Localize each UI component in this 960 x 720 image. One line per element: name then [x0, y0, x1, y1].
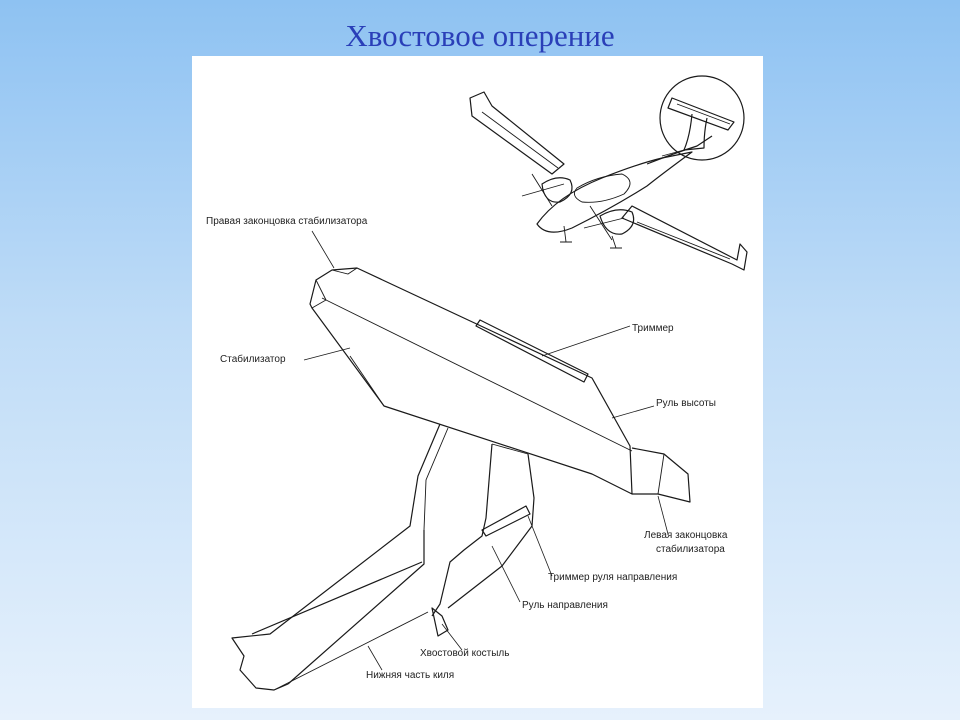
slide-title: Хвостовое оперение: [345, 18, 615, 53]
label-ventral-fin: Нижняя часть киля: [366, 670, 454, 681]
aircraft-overview-icon: [469, 91, 748, 271]
label-rudder-trim: Триммер руля направления: [548, 572, 677, 583]
label-elevator: Руль высоты: [656, 398, 716, 409]
label-tail-skid: Хвостовой костыль: [420, 648, 509, 659]
figure-panel: Правая законцовка стабилизатора Стабилиз…: [192, 56, 763, 708]
label-stabilizer: Стабилизатор: [220, 353, 286, 365]
label-right-tip: Правая законцовка стабилизатора: [206, 215, 368, 227]
label-rudder: Руль направления: [522, 600, 608, 611]
stabilizer-shape: [309, 267, 691, 503]
label-left-tip-line2: стабилизатора: [656, 543, 725, 555]
tail-detail-magnifier-icon: [659, 75, 745, 161]
label-trim-tab: Триммер: [632, 323, 674, 334]
tail-assembly-diagram: Правая законцовка стабилизатора Стабилиз…: [206, 75, 748, 691]
fin-and-rudder: [231, 423, 535, 691]
label-left-tip-line1: Левая законцовка: [644, 530, 728, 541]
